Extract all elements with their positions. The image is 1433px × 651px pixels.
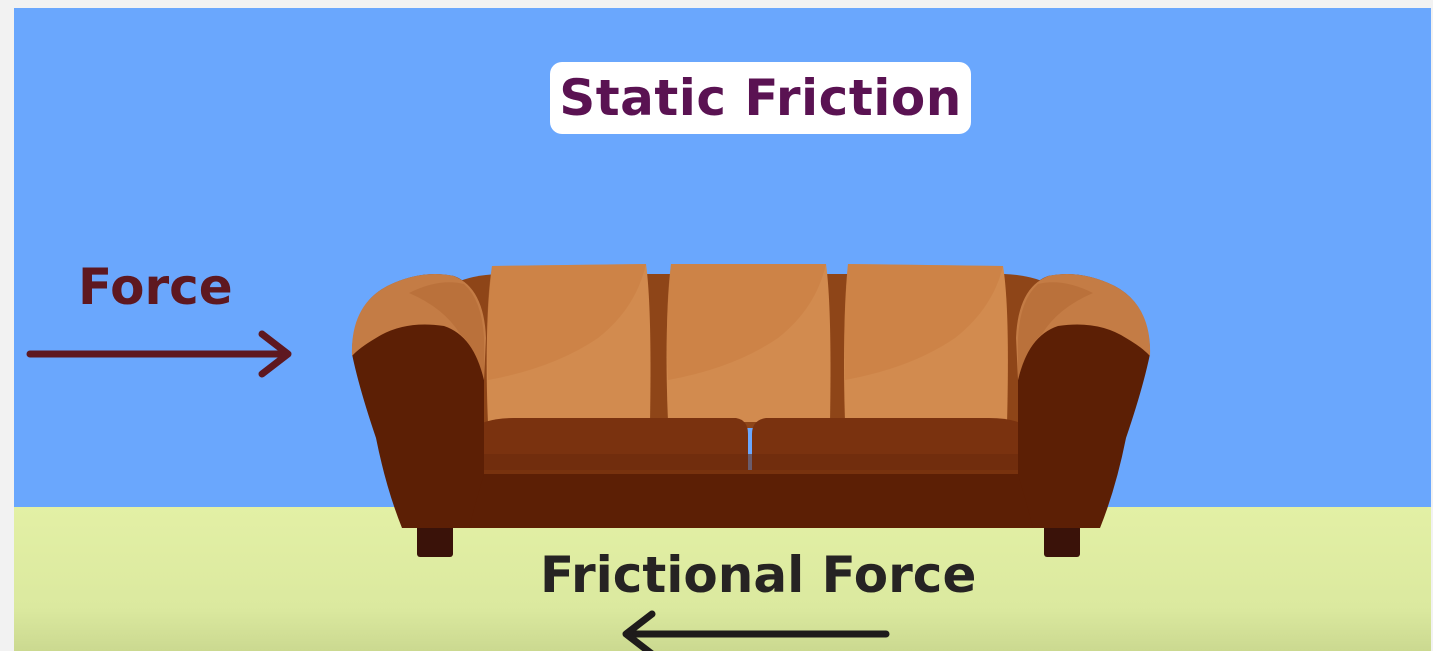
sofa-arm-right (1018, 274, 1150, 528)
diagram-canvas: Static Friction Force (14, 8, 1431, 651)
sofa-back-cushions (486, 264, 1008, 424)
diagram-title: Static Friction (559, 69, 962, 127)
frictional-force-label: Frictional Force (540, 546, 977, 604)
sofa-icon (351, 264, 1151, 557)
title-box: Static Friction (550, 62, 971, 134)
applied-force-label: Force (78, 258, 233, 316)
frictional-force-arrow-head (622, 610, 656, 651)
floor-surface (14, 507, 1431, 651)
sofa-arm-left (352, 274, 484, 528)
sofa-base (402, 470, 1100, 528)
applied-force-arrow-head (258, 330, 292, 378)
arrow-right-icon (26, 330, 292, 378)
arrow-left-icon (622, 610, 890, 651)
